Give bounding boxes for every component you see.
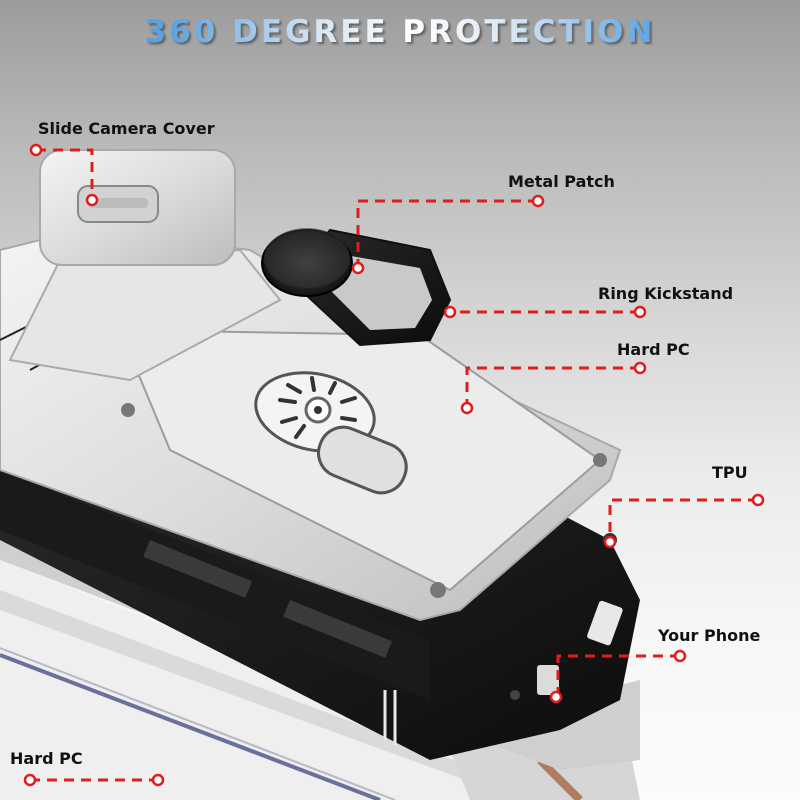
- dot-icon: [351, 261, 365, 275]
- dot-icon: [85, 193, 99, 207]
- callout-label-slide-camera-cover: Slide Camera Cover: [38, 119, 215, 138]
- dot-icon: [443, 305, 457, 319]
- dot-icon: [751, 493, 765, 507]
- dot-icon: [633, 361, 647, 375]
- dot-icon: [549, 690, 563, 704]
- magnet-dial: [254, 371, 408, 495]
- callout-label-your-phone: Your Phone: [658, 626, 761, 645]
- callout-lines: [30, 148, 758, 782]
- callout-label-tpu: TPU: [712, 463, 748, 482]
- callout-label-hard-pc-bottom: Hard PC: [10, 749, 83, 768]
- dot-icon: [29, 143, 43, 157]
- dot-icon: [673, 649, 687, 663]
- page-title: 360 DEGREE PROTECTION: [0, 14, 800, 50]
- callout-label-ring-kickstand: Ring Kickstand: [598, 284, 734, 303]
- dot-icon: [151, 773, 165, 787]
- dot-icon: [633, 305, 647, 319]
- dot-icon: [603, 535, 617, 549]
- dot-icon: [531, 194, 545, 208]
- slide-camera-cover: [8, 149, 282, 382]
- dot-icon: [460, 401, 474, 415]
- callout-dots: [23, 143, 765, 787]
- dot-icon: [23, 773, 37, 787]
- callout-label-hard-pc-top: Hard PC: [617, 340, 690, 359]
- ring-kickstand: [261, 228, 452, 347]
- callout-label-metal-patch: Metal Patch: [508, 172, 615, 191]
